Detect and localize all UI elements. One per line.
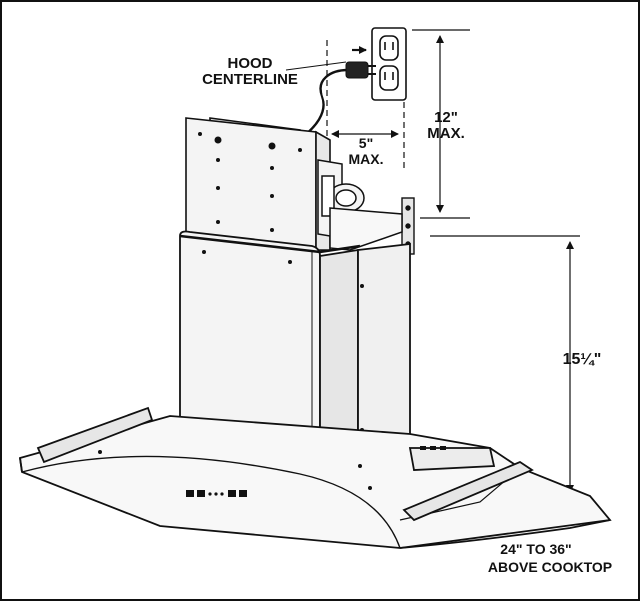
hood-centerline-label-line1: HOOD (228, 55, 273, 72)
outlet-offset-unit: MAX. (349, 151, 384, 167)
outlet-height-value: 12" (434, 109, 458, 126)
mount-height-label-line2: ABOVE COOKTOP (488, 559, 612, 575)
outlet-offset-value: 5" (359, 135, 373, 151)
hood-centerline-label-line2: CENTERLINE (202, 71, 298, 88)
power-cord (297, 46, 376, 143)
centerline-leader (285, 61, 347, 71)
control-buttons (186, 490, 247, 497)
chimney-bracket-plate (185, 117, 331, 251)
body-top-plate (329, 207, 403, 251)
hood-canopy (18, 406, 612, 549)
mount-height-label-line1: 24" TO 36" (500, 541, 571, 557)
chimney-height-label: 15¼" (563, 351, 602, 368)
wall-outlet (371, 27, 407, 101)
outlet-height-dimension (412, 29, 470, 219)
outlet-height-unit: MAX. (427, 125, 465, 142)
